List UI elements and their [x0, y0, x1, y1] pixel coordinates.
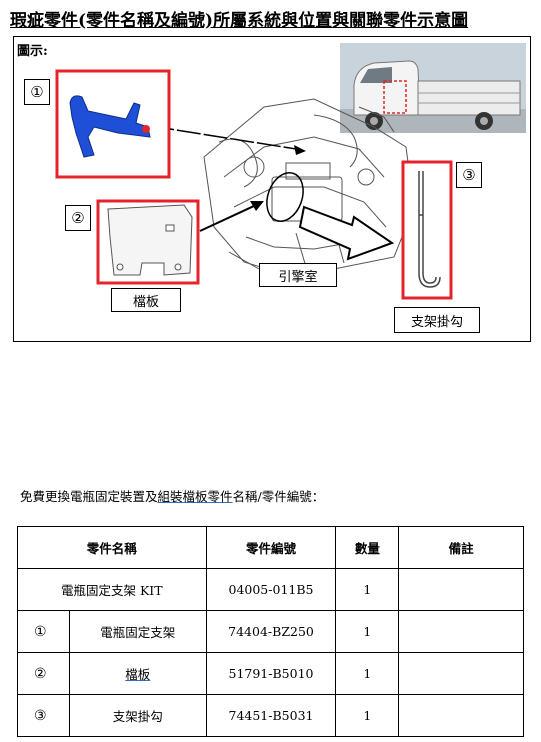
header-note: 備註 — [398, 526, 524, 569]
row-note — [398, 694, 524, 737]
header-quantity: 數量 — [335, 526, 400, 569]
intro-underlined: 組裝檔板零件 — [157, 489, 233, 504]
row-part-number: 74451-B5031 — [205, 694, 337, 737]
kit-name: 電瓶固定支架 KIT — [17, 568, 207, 611]
intro-text: 免費更換電瓶固定裝置及組裝檔板零件名稱/零件編號： — [20, 486, 324, 505]
caption-plate: 檔板 — [111, 288, 181, 312]
row-quantity: 1 — [335, 610, 400, 653]
row-marker: ② — [17, 652, 70, 695]
diagram-label: 圖示: — [17, 44, 48, 59]
pointer-arrow — [298, 205, 395, 261]
table-row: ③ 支架掛勾 74451-B5031 1 — [17, 694, 524, 737]
table-row: 電瓶固定支架 KIT 04005-011B5 1 — [17, 568, 524, 611]
caption-engine-room: 引擎室 — [259, 263, 337, 287]
marker-1: ① — [24, 79, 50, 105]
table-row: ② 檔板 51791-B5010 1 — [17, 652, 524, 695]
intro-prefix: 免費更換電瓶固定裝置及 — [20, 489, 158, 504]
row-marker: ① — [17, 610, 70, 653]
header-part-number: 零件編號 — [205, 526, 337, 569]
row-note — [398, 610, 524, 653]
kit-note — [398, 568, 524, 611]
diagram-figure: 圖示: — [13, 36, 531, 342]
part-2-plate — [107, 204, 193, 276]
header-part-name: 零件名稱 — [17, 526, 207, 569]
caption-hook: 支架掛勾 — [394, 307, 480, 333]
parts-table: 零件名稱 零件編號 數量 備註 電瓶固定支架 KIT 04005-011B5 1… — [17, 526, 524, 737]
row-name: 檔板 — [68, 652, 207, 695]
row-part-number: 51791-B5010 — [205, 652, 337, 695]
marker-2: ② — [65, 205, 91, 231]
row-note — [398, 652, 524, 695]
row-quantity: 1 — [335, 652, 400, 695]
intro-suffix: 名稱/零件編號： — [232, 489, 325, 504]
truck-image — [340, 43, 526, 133]
highlight-ellipse — [266, 172, 304, 222]
part-1-bracket — [69, 95, 151, 158]
row-name: 電瓶固定支架 — [68, 610, 207, 653]
diagram-illustration — [55, 43, 526, 300]
table-header-row: 零件名稱 零件編號 數量 備註 — [17, 526, 524, 569]
kit-quantity: 1 — [335, 568, 400, 611]
part-3-hook — [418, 171, 441, 288]
marker-3: ③ — [456, 162, 482, 188]
row-quantity: 1 — [335, 694, 400, 737]
page-title: 瑕疵零件(零件名稱及編號)所屬系統與位置與關聯零件示意圖 — [10, 11, 469, 31]
row-marker: ③ — [17, 694, 70, 737]
part-3-frame — [401, 160, 453, 300]
table-row: ① 電瓶固定支架 74404-BZ250 1 — [17, 610, 524, 653]
row-name: 支架掛勾 — [68, 694, 207, 737]
kit-part-number: 04005-011B5 — [205, 568, 337, 611]
row-part-number: 74404-BZ250 — [205, 610, 337, 653]
